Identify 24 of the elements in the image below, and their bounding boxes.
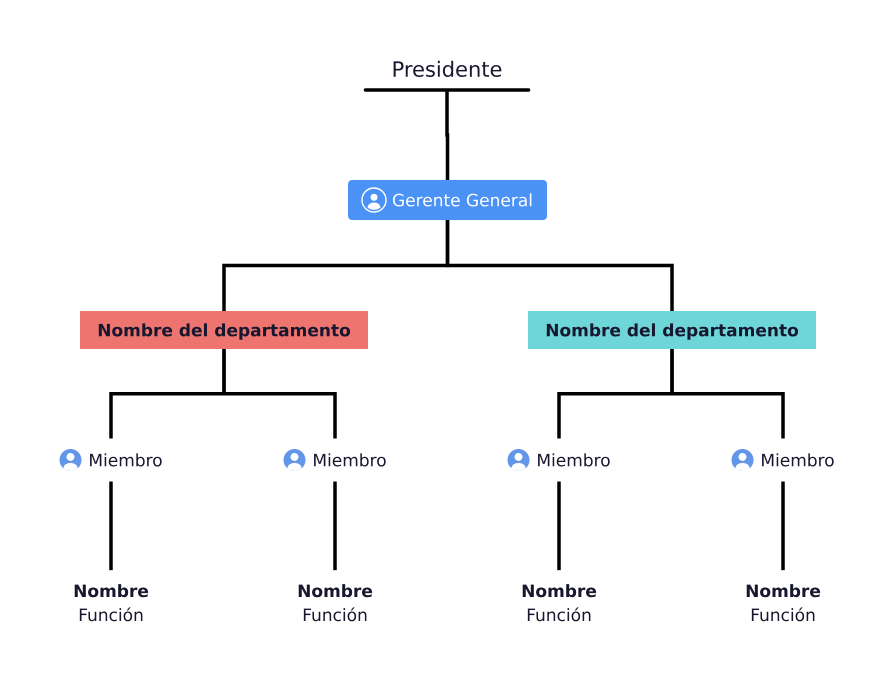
connector-line (670, 349, 785, 438)
connector-line (222, 349, 337, 438)
department-box: Nombre del departamento (528, 311, 816, 349)
name-label: Nombre (74, 584, 148, 598)
member-label: Miembro (538, 453, 610, 466)
underlined-label: Presidente (364, 60, 530, 92)
member-label: Miembro (90, 453, 162, 466)
connector-line (445, 90, 450, 180)
member-label: Miembro (762, 453, 834, 466)
role-label: Función (80, 607, 142, 622)
name-label: Nombre (522, 584, 596, 598)
role-label: Función (304, 607, 366, 622)
connector-line (109, 482, 113, 570)
connector-line (557, 482, 561, 570)
connector-line (333, 482, 337, 570)
name-label: Nombre (298, 584, 372, 598)
member-label: Miembro (314, 453, 386, 466)
role-label: Función (752, 607, 814, 622)
position-box: Gerente General (348, 180, 547, 220)
name-label: Nombre (746, 584, 820, 598)
connector-line (446, 220, 674, 311)
role-label: Función (528, 607, 590, 622)
connector-line (781, 482, 785, 570)
department-box: Nombre del departamento (80, 311, 368, 349)
